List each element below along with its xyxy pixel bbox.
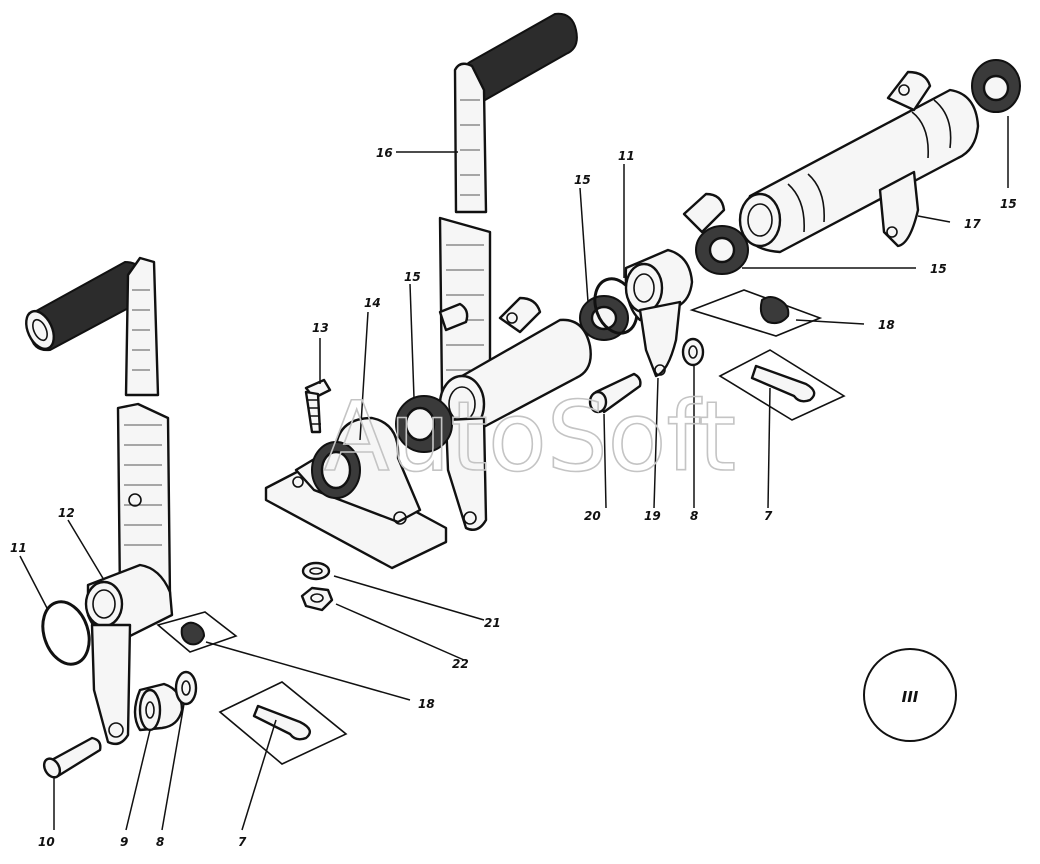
callout-15-mid: 15 (930, 262, 947, 276)
bearing-15-end (971, 59, 1021, 113)
callout-9: 9 (120, 835, 128, 849)
callout-7-right: 7 (764, 509, 773, 523)
left-lever-upper-arm (124, 256, 160, 397)
callout-11-center: 11 (618, 149, 635, 163)
callout-14: 14 (364, 296, 381, 310)
callout-16: 16 (376, 146, 393, 160)
callout-18-left: 18 (418, 697, 435, 711)
right-tube-17 (682, 70, 980, 254)
roman-numeral-badge: III (863, 648, 957, 742)
cotter-pin-7-right (718, 349, 846, 421)
left-hub-12 (84, 563, 174, 642)
callout-11-left: 11 (10, 541, 27, 555)
callout-22: 22 (452, 657, 469, 671)
callout-15-end: 15 (1000, 197, 1017, 211)
callout-18-right: 18 (878, 318, 895, 332)
bolt-13 (304, 378, 332, 434)
left-lever-bottom-plate (90, 623, 132, 746)
cotter-pin-7-left (218, 681, 348, 765)
callout-10: 10 (38, 835, 55, 849)
spring-18-right (689, 289, 823, 337)
washer-8-left (174, 670, 198, 706)
watermark-text: AutoSoft (324, 381, 736, 493)
center-lever-bottom (444, 416, 488, 531)
bearing-housing-14 (264, 416, 448, 570)
callout-15-center: 15 (574, 173, 591, 187)
center-lever-arm-16 (453, 62, 488, 214)
badge-label: III (902, 688, 919, 706)
hub-19 (624, 248, 694, 378)
callout-21: 21 (484, 616, 501, 630)
callout-20: 20 (584, 509, 601, 523)
callout-17: 17 (964, 217, 981, 231)
washer-8-right (681, 337, 705, 367)
spring-18-left (156, 611, 238, 653)
pin-10 (42, 736, 102, 779)
callout-13: 13 (312, 321, 329, 335)
bearing-15-right-mid (695, 225, 749, 275)
callout-19: 19 (644, 509, 661, 523)
bushing-9 (133, 682, 184, 732)
bearing-15-housing (395, 395, 453, 453)
nut-22 (300, 586, 334, 612)
callout-12: 12 (58, 506, 75, 520)
pin-20 (588, 372, 642, 414)
callout-15-housing: 15 (404, 270, 421, 284)
callout-8-right: 8 (690, 509, 698, 523)
callout-7-left: 7 (238, 835, 247, 849)
washer-21 (301, 561, 331, 581)
left-lever-lower-arm (116, 402, 172, 600)
callout-8-left: 8 (156, 835, 164, 849)
ring-11-left (41, 600, 91, 666)
leader-lines (19, 116, 1009, 831)
callout-labels: 16 13 14 15 15 11 15 17 15 18 20 19 8 7 … (10, 146, 1017, 849)
